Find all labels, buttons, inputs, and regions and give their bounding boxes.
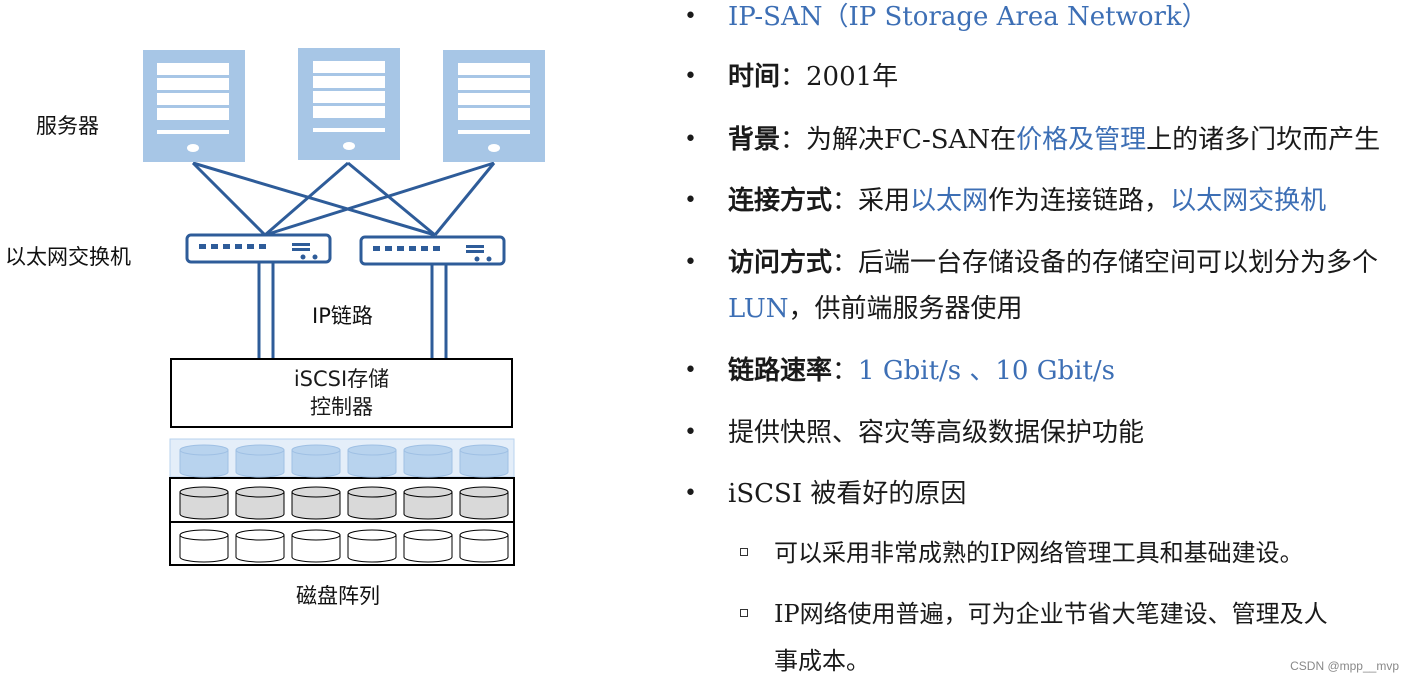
disk-white-6	[460, 530, 508, 562]
bullet-segment: 链路速率	[728, 356, 832, 386]
disk-blue-4	[348, 445, 396, 477]
ip-link-label: IP链路	[312, 300, 373, 330]
bullet-dot-icon: •	[684, 354, 704, 388]
bullet-segment: 连接方式	[728, 186, 832, 216]
bullet-text: IP-SAN（IP Storage Area Network）	[728, 0, 1208, 34]
disk-blue-3	[292, 445, 340, 477]
iscsi-controller: iSCSI存储 控制器	[170, 358, 513, 428]
bullet-text: iSCSI 被看好的原因	[728, 477, 966, 511]
sub-bullet-text: 事成本。	[774, 645, 870, 677]
disk-gray-4	[348, 487, 396, 519]
bullet-text: 访问方式：后端一台存储设备的存储空间可以划分为多个	[728, 246, 1378, 280]
bullet-segment: ：后端一台存储设备的存储空间可以划分为多个	[832, 248, 1378, 278]
bullet-text: 时间：2001年	[728, 60, 898, 94]
disk-white-1	[180, 530, 228, 562]
bullet-dot-icon: •	[684, 416, 704, 450]
bullet-text: LUN，供前端服务器使用	[728, 292, 1023, 326]
bullet-segment: ：2001年	[780, 62, 898, 92]
bullet-segment: 以太网	[910, 186, 988, 216]
disk-white-2	[236, 530, 284, 562]
bullet-text: 提供快照、容灾等高级数据保护功能	[728, 416, 1144, 450]
disk-gray-3	[292, 487, 340, 519]
disk-blue-6	[460, 445, 508, 477]
disk-gray-5	[404, 487, 452, 519]
square-bullet-icon	[740, 609, 748, 617]
bullet-segment: 背景	[728, 125, 780, 155]
server-1	[143, 50, 245, 162]
bullet-segment: ：为解决FC-SAN在	[780, 125, 1016, 155]
disk-gray-2	[236, 487, 284, 519]
bullet-dot-icon: •	[684, 184, 704, 218]
switch-left	[187, 235, 330, 262]
square-bullet-icon	[740, 548, 748, 556]
disk-gray-6	[460, 487, 508, 519]
watermark: CSDN @mpp__mvp	[1290, 659, 1399, 673]
bullet-dot-icon: •	[684, 246, 704, 280]
bullet-segment: 价格及管理	[1016, 125, 1146, 155]
bullet-dot-icon: •	[684, 60, 704, 94]
server-switch-links	[193, 163, 494, 235]
bullet-segment: ：采用	[832, 186, 910, 216]
disk-white-3	[292, 530, 340, 562]
bullet-segment: LUN	[728, 294, 789, 324]
bullet-segment: 提供快照、容灾等高级数据保护功能	[728, 418, 1144, 448]
disk-blue-2	[236, 445, 284, 477]
bullet-dot-icon: •	[684, 0, 704, 34]
bullet-segment: iSCSI 被看好的原因	[728, 479, 966, 509]
disk-gray-1	[180, 487, 228, 519]
disk-white-5	[404, 530, 452, 562]
disk-blue-5	[404, 445, 452, 477]
server-3	[443, 50, 545, 162]
controller-line-1: iSCSI存储	[294, 365, 389, 393]
bullet-segment: 作为连接链路，	[988, 186, 1170, 216]
bullet-text: 连接方式：采用以太网作为连接链路，以太网交换机	[728, 184, 1326, 218]
switch-label: 以太网交换机	[5, 241, 131, 271]
bullet-segment: ，供前端服务器使用	[789, 294, 1023, 324]
disk-array-label: 磁盘阵列	[296, 580, 380, 610]
bullet-segment: IP-SAN（IP Storage Area Network）	[728, 2, 1208, 32]
ip-san-diagram: 服务器 以太网交换机 IP链路 iSCSI存储 控制器 磁盘阵列	[0, 0, 660, 681]
bullet-segment: 上的诸多门坎而产生	[1146, 125, 1380, 155]
switch-right	[361, 237, 504, 264]
bullet-segment: ：	[832, 356, 858, 386]
servers-label: 服务器	[36, 110, 99, 140]
server-2	[298, 48, 400, 160]
disk-array	[170, 439, 514, 565]
controller-line-2: 控制器	[310, 393, 373, 421]
bullet-text: 链路速率：1 Gbit/s 、10 Gbit/s	[728, 354, 1115, 388]
bullet-text: 背景：为解决FC-SAN在价格及管理上的诸多门坎而产生	[728, 123, 1380, 157]
bullet-segment: 以太网交换机	[1170, 186, 1326, 216]
bullet-dot-icon: •	[684, 477, 704, 511]
bullet-segment: 访问方式	[728, 248, 832, 278]
bullet-segment: 1 Gbit/s 、10 Gbit/s	[858, 356, 1115, 386]
topology-svg	[0, 0, 660, 681]
sub-bullet-text: 可以采用非常成熟的IP网络管理工具和基础建设。	[774, 537, 1304, 569]
bullet-segment: 时间	[728, 62, 780, 92]
disk-blue-1	[180, 445, 228, 477]
sub-bullet-text: IP网络使用普遍，可为企业节省大笔建设、管理及人	[774, 598, 1328, 630]
bullet-dot-icon: •	[684, 123, 704, 157]
disk-white-4	[348, 530, 396, 562]
